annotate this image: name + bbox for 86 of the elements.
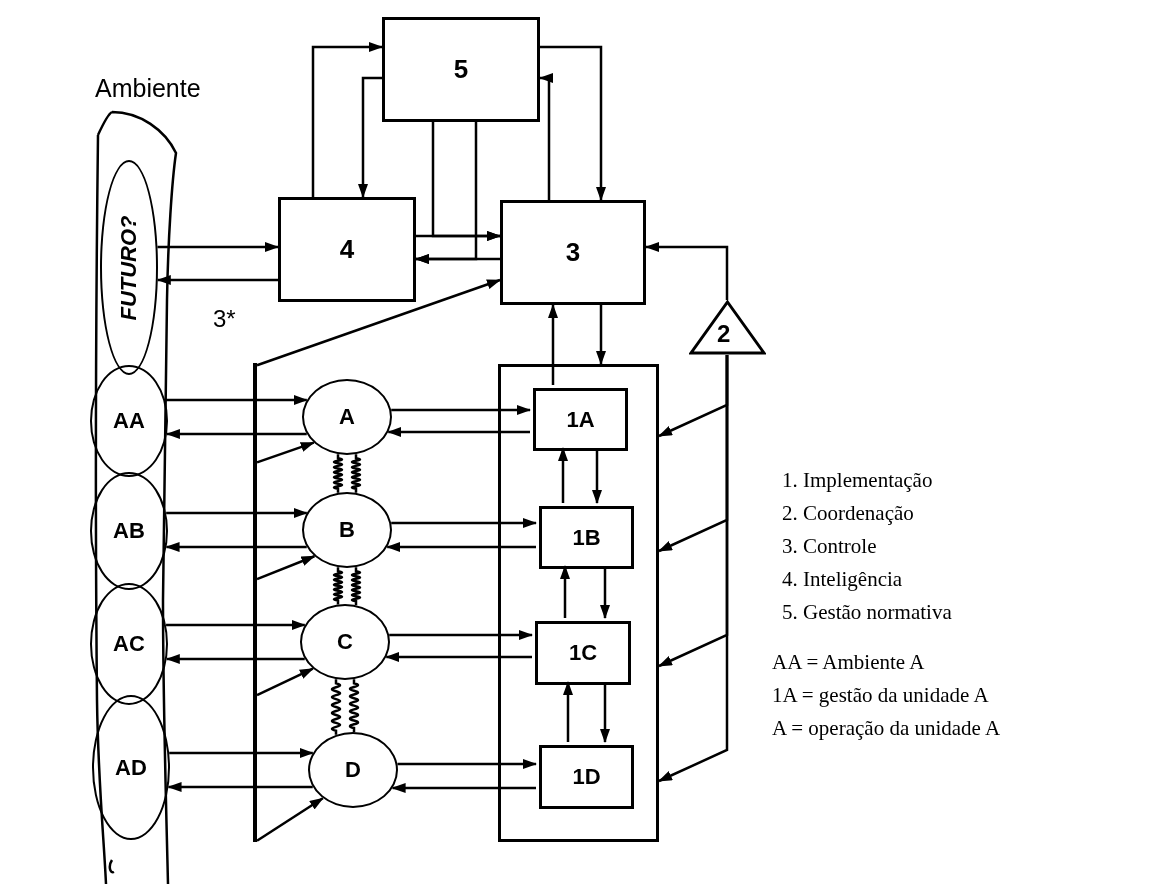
heading-text: Ambiente: [95, 74, 201, 103]
process-box: [278, 197, 416, 302]
spring-connector: [349, 679, 359, 732]
ellipse-node: [100, 160, 158, 375]
node-label: 3: [565, 237, 581, 268]
node-label: AC: [113, 631, 145, 657]
arrow: [397, 759, 537, 769]
ellipse-node: [90, 365, 168, 477]
arrow: [165, 654, 305, 664]
arrow: [391, 783, 536, 793]
node-label: D: [345, 757, 361, 783]
legend-text: 1A = gestão da unidade A: [772, 683, 989, 708]
node-label: 1A: [566, 406, 595, 433]
arrow: [167, 782, 313, 792]
arrow: [166, 620, 306, 630]
node-label: 2: [717, 322, 731, 346]
node-label: A: [339, 404, 355, 430]
arrow: [658, 355, 729, 783]
legend-text: 3. Controle: [782, 534, 877, 559]
process-box: [500, 200, 646, 305]
arrow: [415, 122, 478, 264]
arrow: [645, 242, 729, 300]
process-box: [382, 17, 540, 122]
legend-text: 2. Coordenação: [782, 501, 914, 526]
spring-connector: [351, 567, 361, 606]
node-label: B: [339, 517, 355, 543]
process-box: [539, 745, 634, 809]
process-box: [539, 506, 634, 569]
arrow: [592, 448, 602, 504]
node-label: FUTURO?: [116, 214, 142, 321]
node-label: AD: [115, 754, 147, 781]
node-label: 4: [339, 234, 355, 265]
ellipse-node: [90, 472, 168, 590]
arrow: [385, 652, 532, 662]
circle-node: [302, 492, 392, 568]
arrow: [165, 395, 308, 405]
spring-connector: [333, 454, 343, 493]
legend-text: A = operação da unidade A: [772, 716, 1001, 741]
arrow: [600, 682, 610, 743]
process-box: [498, 364, 659, 842]
legend-text: AA = Ambiente A: [772, 650, 925, 675]
arrow: [169, 748, 314, 758]
node-label: C: [337, 629, 353, 655]
node-caption: 3*: [213, 305, 236, 333]
arrow: [540, 45, 606, 201]
legend-text: 1. Implementação: [782, 468, 933, 493]
node-label: 1B: [572, 524, 601, 551]
ellipse-node: [92, 695, 170, 840]
arrow: [311, 42, 383, 197]
arrow: [539, 73, 553, 200]
arrow: [387, 427, 530, 437]
arrow: [165, 542, 307, 552]
arrow: [596, 305, 606, 365]
node-label: AA: [113, 408, 145, 434]
arrow: [358, 76, 382, 198]
arrow: [256, 797, 324, 842]
node-label: AB: [113, 518, 145, 544]
process-box: [533, 388, 628, 451]
spring-connector: [333, 567, 343, 605]
arrow: [431, 122, 501, 241]
arrow: [256, 278, 501, 367]
circle-node: [308, 732, 398, 808]
circle-node: [302, 379, 392, 455]
node-label: 1C: [568, 640, 598, 666]
process-box: [535, 621, 631, 685]
spring-connector: [331, 679, 341, 735]
arrow: [256, 667, 314, 697]
node-label: 1D: [572, 764, 601, 790]
arrow: [156, 275, 278, 285]
circle-node: [300, 604, 390, 680]
arrow: [256, 441, 315, 464]
arrow: [391, 518, 537, 528]
legend-text: 5. Gestão normativa: [782, 600, 952, 625]
arrow: [391, 405, 531, 415]
ellipse-node: [90, 583, 168, 705]
legend-text: 4. Inteligência: [782, 567, 903, 592]
arrow: [600, 566, 610, 619]
arrow: [157, 242, 279, 252]
arrow: [256, 555, 316, 581]
arrow: [165, 429, 307, 439]
spring-connector: [351, 454, 361, 493]
node-label: 5: [453, 54, 469, 85]
arrow: [548, 304, 558, 385]
arrow: [386, 542, 536, 552]
arrow: [389, 630, 533, 640]
arrow: [166, 508, 308, 518]
